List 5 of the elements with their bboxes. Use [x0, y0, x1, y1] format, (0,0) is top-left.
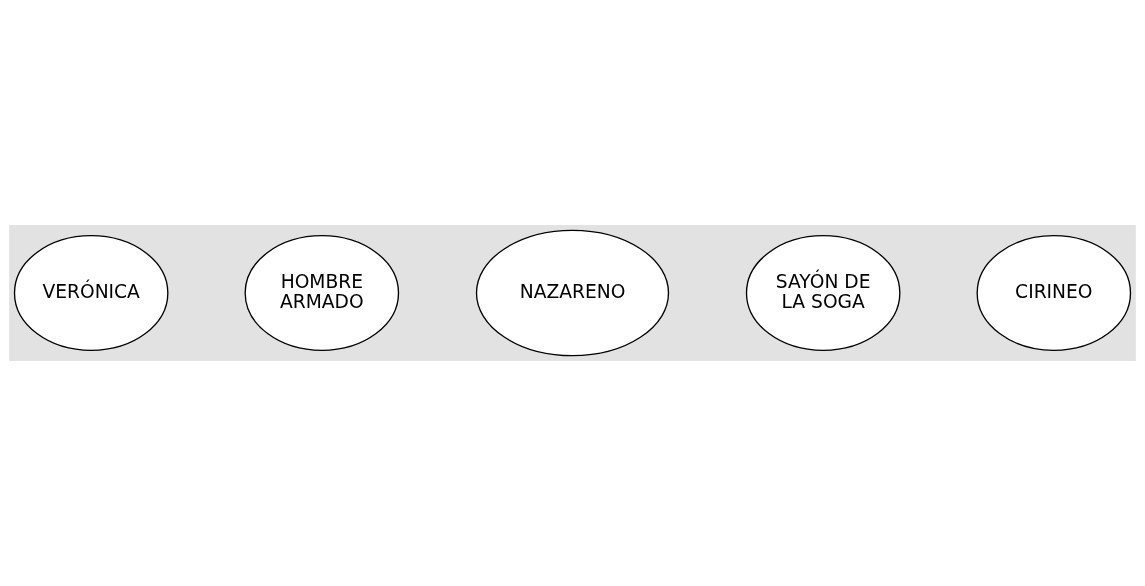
node-ellipse: VERÓNICA	[13, 235, 169, 351]
node-ellipse: SAYÓN DE LA SOGA	[745, 235, 901, 351]
node-ellipse: NAZARENO	[475, 229, 670, 357]
node-ellipse: HOMBRE ARMADO	[244, 235, 400, 351]
node-ellipse: CIRINEO	[976, 235, 1132, 351]
